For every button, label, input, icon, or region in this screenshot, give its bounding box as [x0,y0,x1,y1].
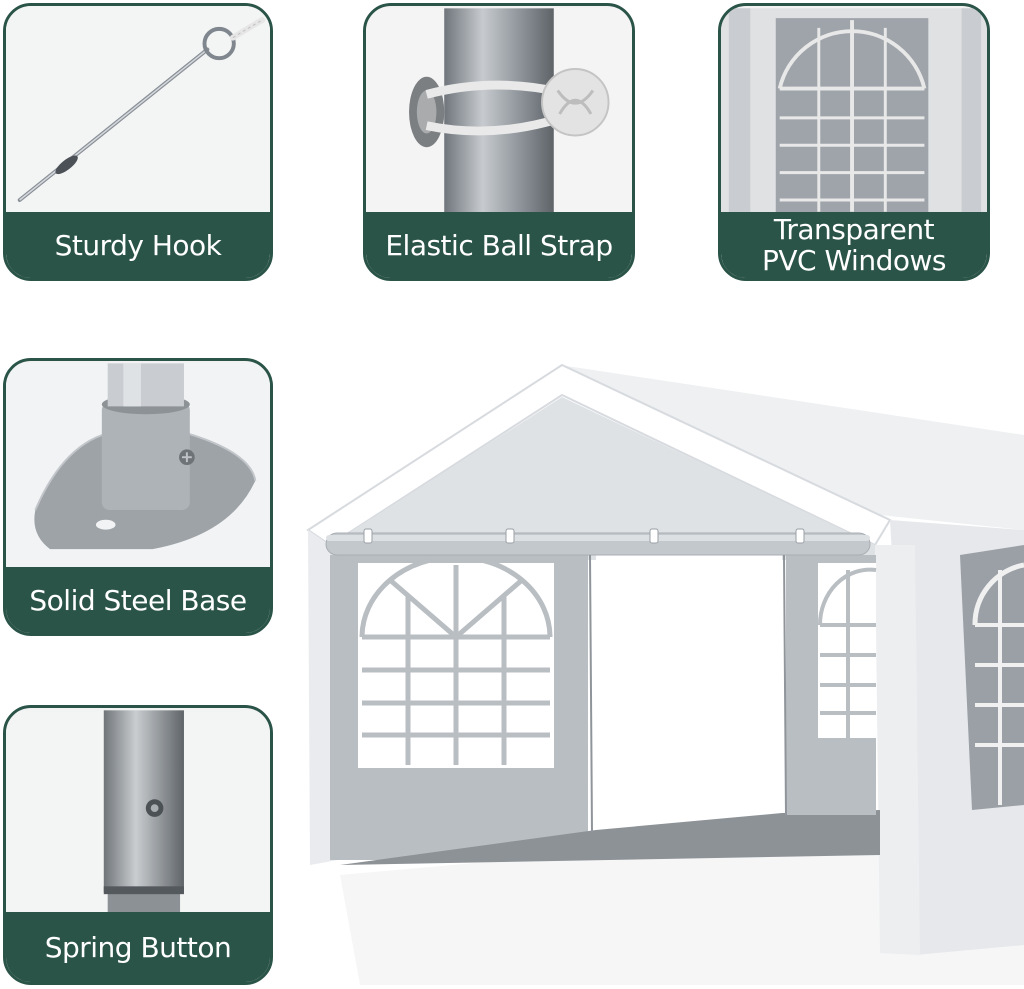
feature-label-line-2: PVC Windows [762,244,946,277]
feature-card-sturdy-hook: Sturdy Hook [3,3,273,281]
feature-label-line-1: Transparent [773,213,935,246]
feature-label: Transparent PVC Windows [721,212,987,278]
spring-button-pole-icon [6,708,270,918]
feature-card-pvc-windows: Transparent PVC Windows [718,3,990,281]
feature-card-solid-steel-base: Solid Steel Base [3,358,273,636]
feature-label: Elastic Ball Strap [366,212,632,278]
ground-stake-icon [6,6,270,218]
window-panel-icon [721,6,987,218]
feature-card-spring-button: Spring Button [3,705,273,985]
feature-card-elastic-ball-strap: Elastic Ball Strap [363,3,635,281]
feature-label: Spring Button [6,912,270,982]
party-tent-icon [300,355,1024,985]
feature-label: Solid Steel Base [6,567,270,633]
feature-label: Sturdy Hook [6,212,270,278]
ball-bungee-icon [366,6,632,218]
steel-base-plate-icon [6,361,270,573]
